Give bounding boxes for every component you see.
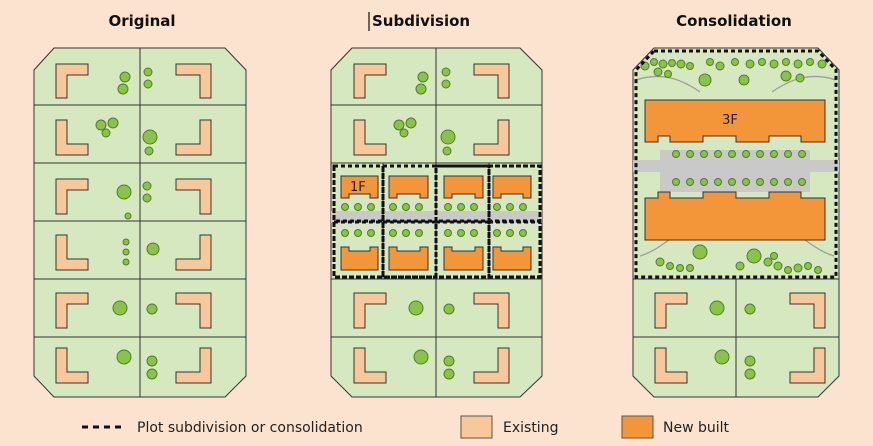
- existing-building: [55, 119, 89, 156]
- legend-dashed-label: Plot subdivision or consolidation: [137, 420, 363, 436]
- existing-building: [789, 292, 826, 329]
- existing-building: [175, 178, 212, 215]
- title-consolidation: Consolidation: [676, 12, 792, 30]
- existing-building: [353, 63, 387, 99]
- tree-row: [341, 203, 527, 237]
- existing-building: [55, 347, 89, 384]
- existing-building: [175, 63, 212, 99]
- tree: [146, 303, 158, 315]
- tree: [143, 79, 153, 89]
- title-subdivision: Subdivision: [372, 12, 470, 30]
- existing-building: [654, 292, 688, 329]
- label-3f: 3F: [722, 113, 738, 128]
- tree: [405, 117, 417, 129]
- existing-building: [55, 63, 89, 99]
- tree: [142, 193, 152, 203]
- tree: [709, 300, 725, 316]
- tree: [393, 119, 405, 131]
- new-building: [388, 246, 429, 271]
- existing-building: [353, 292, 387, 329]
- new-building: [443, 246, 484, 271]
- tree: [413, 349, 429, 365]
- new-building: [340, 175, 379, 199]
- tree: [442, 146, 452, 156]
- existing-building: [353, 347, 387, 384]
- tree: [142, 129, 158, 145]
- tree: [744, 368, 756, 380]
- existing-building: [175, 234, 212, 271]
- existing-building: [55, 234, 89, 271]
- tree: [744, 355, 756, 367]
- existing-building: [175, 292, 212, 329]
- legend-existing-swatch: [460, 415, 493, 439]
- tree: [116, 184, 132, 200]
- tree: [415, 83, 427, 95]
- tree: [101, 128, 111, 138]
- tree: [122, 258, 130, 266]
- tree: [146, 242, 160, 256]
- new-building: [492, 175, 532, 199]
- consolidation-courtyard: [660, 150, 810, 192]
- existing-building: [175, 119, 212, 156]
- legend-new-swatch: [621, 415, 654, 439]
- tree: [399, 128, 409, 138]
- tree: [441, 67, 451, 77]
- legend-existing-label: Existing: [503, 420, 558, 436]
- tree: [744, 303, 756, 315]
- new-building: [443, 175, 484, 199]
- garden-trees: [640, 58, 827, 87]
- tree: [107, 117, 119, 129]
- tree: [119, 71, 131, 83]
- garden-trees: [655, 244, 822, 274]
- new-building: [340, 246, 379, 271]
- consolidation-outline: [634, 49, 838, 279]
- tree-row: [672, 150, 806, 186]
- existing-building: [473, 347, 510, 384]
- tree: [142, 181, 152, 191]
- existing-building: [55, 292, 89, 329]
- existing-building: [175, 347, 212, 384]
- tree: [112, 300, 128, 316]
- tree: [408, 300, 424, 316]
- tree: [122, 238, 130, 246]
- legend: Plot subdivision or consolidation Existi…: [82, 415, 730, 439]
- legend-new-label: New built: [663, 420, 730, 436]
- tree: [417, 71, 429, 83]
- label-1f: 1F: [350, 180, 366, 195]
- tree: [146, 368, 158, 380]
- tree: [116, 349, 132, 365]
- new-building-large: [644, 99, 826, 143]
- tree: [143, 67, 153, 77]
- existing-building: [473, 63, 510, 99]
- tree: [146, 355, 158, 367]
- tree: [440, 129, 456, 145]
- existing-building: [473, 292, 510, 329]
- new-building: [388, 175, 429, 199]
- new-building: [492, 246, 532, 271]
- tree: [443, 355, 455, 367]
- tree: [443, 368, 455, 380]
- block-consolidation: 3F: [632, 47, 840, 398]
- tree: [714, 349, 730, 365]
- title-original: Original: [108, 12, 175, 30]
- block-subdivision: 1F: [330, 47, 543, 398]
- tree: [124, 212, 132, 220]
- existing-building: [473, 119, 510, 156]
- tree: [95, 119, 107, 131]
- tree: [122, 248, 130, 256]
- existing-building: [55, 178, 89, 215]
- subdivision-outlines: [332, 164, 542, 279]
- tree: [144, 146, 154, 156]
- new-building-large: [644, 191, 826, 241]
- tree: [117, 83, 129, 95]
- existing-building: [654, 347, 688, 384]
- tree: [443, 303, 455, 315]
- tree: [441, 79, 451, 89]
- existing-building: [789, 347, 826, 384]
- existing-building: [353, 119, 387, 156]
- block-original: [33, 47, 247, 398]
